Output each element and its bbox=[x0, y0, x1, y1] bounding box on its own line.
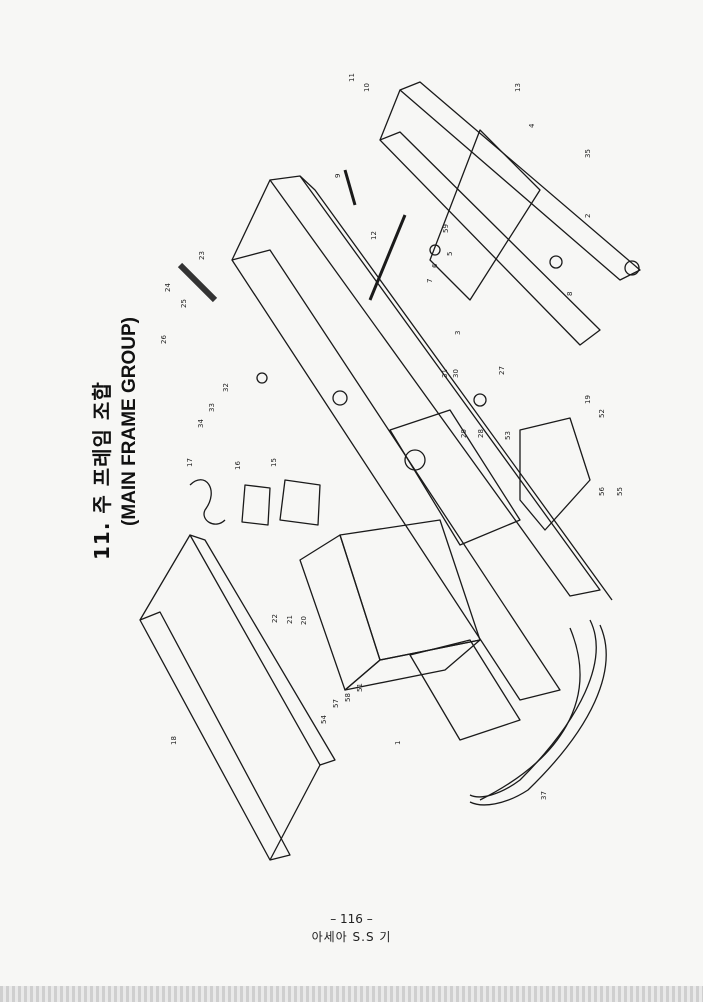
part-number-29: 29 bbox=[460, 429, 468, 438]
part-number-2: 2 bbox=[584, 214, 592, 218]
part-number-54: 54 bbox=[320, 715, 328, 724]
part-number-32: 32 bbox=[222, 383, 230, 392]
part-number-31: 31 bbox=[441, 369, 449, 378]
part-number-56: 56 bbox=[598, 487, 606, 496]
title-english: (MAIN FRAME GROUP) bbox=[119, 317, 140, 526]
part-number-23: 23 bbox=[198, 251, 206, 260]
part-number-7: 7 bbox=[426, 279, 434, 283]
part-number-13: 13 bbox=[514, 83, 522, 92]
scan-edge bbox=[0, 986, 703, 1002]
part-number-24: 24 bbox=[164, 283, 172, 292]
part-number-11: 11 bbox=[348, 73, 356, 82]
part-number-15: 15 bbox=[270, 458, 278, 467]
part-number-55: 55 bbox=[616, 487, 624, 496]
part-number-30: 30 bbox=[452, 369, 460, 378]
part-number-16: 16 bbox=[234, 461, 242, 470]
part-number-57: 57 bbox=[332, 699, 340, 708]
part-number-8: 8 bbox=[566, 292, 574, 296]
part-number-17: 17 bbox=[186, 458, 194, 467]
part-number-22: 22 bbox=[271, 614, 279, 623]
part-number-26: 26 bbox=[160, 335, 168, 344]
part-number-59: 59 bbox=[442, 224, 450, 233]
part-number-58: 58 bbox=[344, 693, 352, 702]
title-korean: 11. 주 프레임 조합 bbox=[90, 381, 114, 560]
part-number-27: 27 bbox=[498, 366, 506, 375]
part-number-34: 34 bbox=[197, 419, 205, 428]
part-number-52: 52 bbox=[598, 409, 606, 418]
part-number-1: 1 bbox=[394, 741, 402, 745]
part-number-4: 4 bbox=[528, 123, 536, 128]
part-number-25: 25 bbox=[180, 299, 188, 308]
part-number-28: 28 bbox=[477, 429, 485, 438]
part-number-9: 9 bbox=[334, 174, 342, 178]
part-number-19: 19 bbox=[584, 395, 592, 404]
page-title: 11. 주 프레임 조합 (MAIN FRAME GROUP) bbox=[86, 317, 141, 560]
part-number-3: 3 bbox=[454, 331, 462, 335]
part-number-21: 21 bbox=[286, 615, 294, 624]
publisher-label: 아세아 S.S 기 bbox=[311, 930, 392, 944]
part-number-35: 35 bbox=[584, 149, 592, 158]
part-number-53: 53 bbox=[504, 431, 512, 440]
part-number-labels: 1234567891011121315161718192021222324252… bbox=[160, 73, 624, 800]
part-number-33: 33 bbox=[208, 403, 216, 412]
part-number-5: 5 bbox=[446, 252, 454, 256]
part-number-37: 37 bbox=[540, 791, 548, 800]
part-number-51: 51 bbox=[356, 683, 364, 692]
part-number-20: 20 bbox=[300, 616, 308, 625]
part-number-6: 6 bbox=[431, 263, 439, 268]
part-number-18: 18 bbox=[170, 736, 178, 745]
page-number: – 116 – bbox=[330, 912, 373, 926]
part-number-10: 10 bbox=[363, 83, 371, 92]
part-number-12: 12 bbox=[370, 231, 378, 240]
